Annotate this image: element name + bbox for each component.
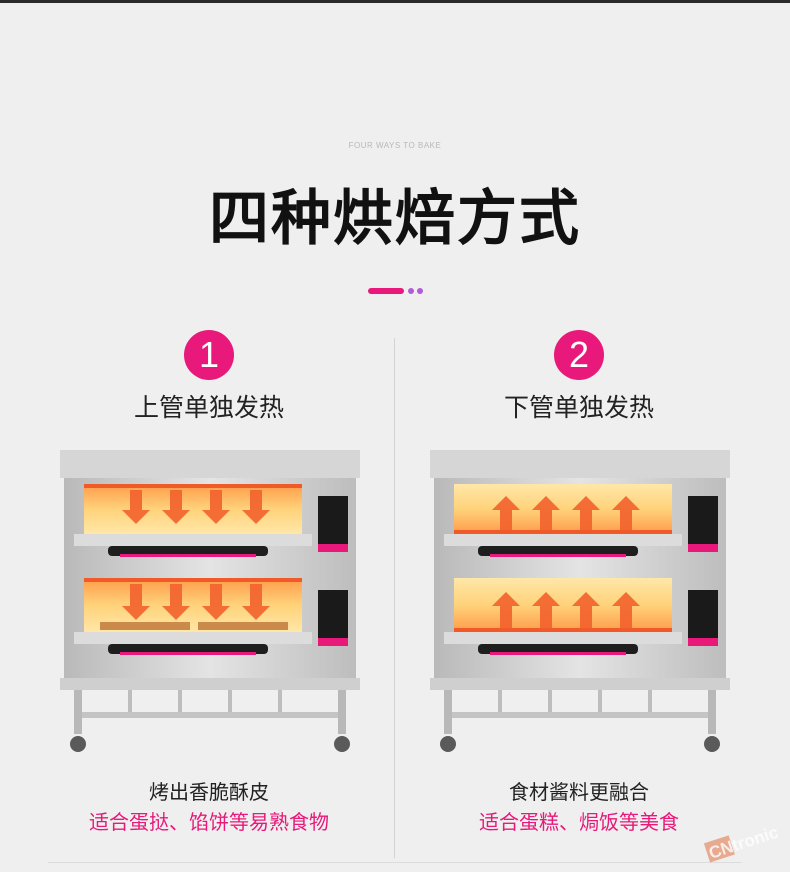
top-bar: [0, 0, 790, 3]
method-suitable: 适合蛋糕、焗饭等美食: [479, 810, 679, 834]
method-heading: 下管单独发热: [503, 393, 654, 422]
method-card-1: 1 上管单独发热: [44, 330, 374, 850]
section-subtitle: FOUR WAYS TO BAKE: [348, 141, 442, 150]
method-effect: 烤出香脆酥皮: [149, 780, 269, 804]
section-title: 四种烘焙方式: [209, 184, 581, 254]
method-card-2: 2 下管单独发热: [414, 330, 744, 850]
watermark-logo: CNtronic: [690, 808, 790, 868]
accent-dash: [368, 288, 404, 294]
method-suitable: 适合蛋挞、馅饼等易熟食物: [89, 810, 329, 834]
oven-illustration-top-heat: [60, 450, 360, 760]
column-divider: [394, 338, 395, 858]
title-accent: [368, 288, 428, 294]
accent-dot: [417, 288, 423, 294]
bottom-divider: [48, 862, 742, 863]
oven-illustration-bottom-heat: [430, 450, 730, 760]
method-effect: 食材酱料更融合: [509, 780, 649, 804]
watermark-text: CNtronic: [706, 823, 780, 863]
method-number: 2: [554, 330, 604, 380]
method-number: 1: [184, 330, 234, 380]
method-heading: 上管单独发热: [133, 393, 284, 422]
accent-dot: [408, 288, 414, 294]
